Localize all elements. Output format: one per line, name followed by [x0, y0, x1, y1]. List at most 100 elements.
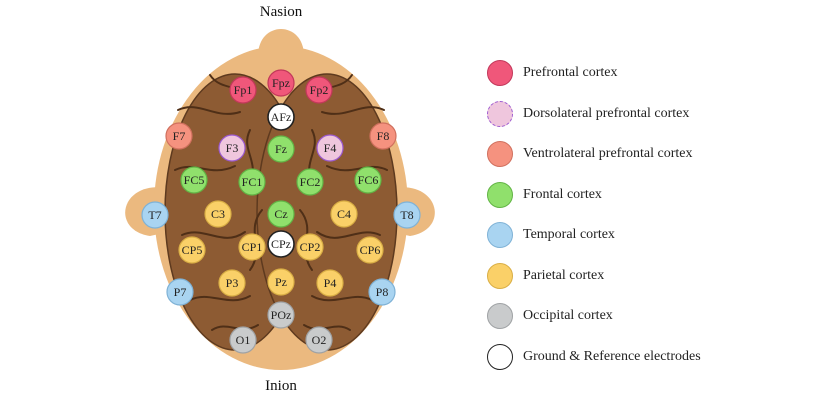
electrode-poz: POz — [267, 301, 295, 329]
electrode-label: CP5 — [182, 243, 203, 257]
legend-swatch — [487, 222, 513, 248]
legend-label: Parietal cortex — [523, 267, 605, 283]
electrode-label: POz — [271, 308, 292, 322]
electrode-marker — [204, 200, 232, 228]
electrode-p4: P4 — [316, 269, 344, 297]
electrode-cp5: CP5 — [178, 236, 206, 264]
legend-label: Ventrolateral prefrontal cortex — [523, 146, 693, 161]
electrode-fc1: FC1 — [238, 168, 266, 196]
electrode-label: Fz — [275, 142, 287, 156]
electrode-fp2: Fp2 — [305, 76, 333, 104]
legend-item-reference: Ground & Reference electrodes — [487, 342, 701, 372]
electrode-cp2: CP2 — [296, 233, 324, 261]
legend-item-prefrontal: Prefrontal cortex — [487, 58, 617, 88]
electrode-fc2: FC2 — [296, 168, 324, 196]
electrode-label: FC2 — [300, 175, 321, 189]
electrode-label: Fpz — [272, 76, 290, 90]
electrode-marker — [238, 168, 266, 196]
electrode-marker — [354, 166, 382, 194]
electrode-label: Fp1 — [234, 83, 253, 97]
electrode-marker — [218, 134, 246, 162]
legend-swatch — [487, 60, 513, 86]
electrode-marker — [368, 278, 396, 306]
electrode-label: FC6 — [358, 173, 379, 187]
electrode-marker — [141, 201, 169, 229]
inion-label: Inion — [265, 378, 297, 394]
electrode-marker — [229, 76, 257, 104]
electrode-marker — [316, 134, 344, 162]
electrode-fc6: FC6 — [354, 166, 382, 194]
electrode-cz: Cz — [267, 200, 295, 228]
electrode-label: T7 — [148, 208, 161, 222]
electrode-label: CP2 — [300, 240, 321, 254]
electrode-marker — [180, 166, 208, 194]
electrode-label: CP6 — [360, 243, 381, 257]
electrode-label: F8 — [377, 129, 390, 143]
electrode-marker — [267, 268, 295, 296]
electrode-marker — [316, 269, 344, 297]
electrode-label: C3 — [211, 207, 225, 221]
electrode-p8: P8 — [368, 278, 396, 306]
electrode-label: T8 — [400, 208, 413, 222]
electrode-afz: AFz — [267, 103, 295, 131]
legend-swatch — [487, 181, 513, 208]
electrode-label: Fp2 — [310, 83, 329, 97]
electrode-p7: P7 — [166, 278, 194, 306]
legend-swatch — [487, 343, 513, 370]
electrode-f8: F8 — [369, 122, 397, 150]
legend-item-ventrolateral: Ventrolateral prefrontal cortex — [487, 139, 692, 169]
legend-item-parietal: Parietal cortex — [487, 261, 604, 291]
electrode-label: P3 — [226, 276, 239, 290]
electrode-fp1: Fp1 — [229, 76, 257, 104]
electrode-fc5: FC5 — [180, 166, 208, 194]
legend-item-temporal: Temporal cortex — [487, 220, 615, 250]
electrode-f3: F3 — [218, 134, 246, 162]
electrode-cp6: CP6 — [356, 236, 384, 264]
electrode-c4: C4 — [330, 200, 358, 228]
electrode-label: F4 — [324, 141, 337, 155]
electrode-label: F3 — [226, 141, 239, 155]
legend-label: Ground & Reference electrodes — [523, 348, 701, 364]
electrode-marker — [166, 278, 194, 306]
electrode-cpz: CPz — [267, 230, 295, 258]
electrode-marker — [238, 233, 266, 261]
electrode-label: FC1 — [242, 175, 263, 189]
legend-swatch — [487, 141, 513, 167]
electrode-marker — [305, 76, 333, 104]
electrode-marker — [267, 301, 295, 329]
electrode-marker — [267, 230, 295, 258]
electrode-fz: Fz — [267, 135, 295, 163]
electrode-marker — [305, 326, 333, 354]
legend-item-occipital: Occipital cortex — [487, 301, 613, 331]
electrode-marker — [267, 135, 295, 163]
electrode-label: FC5 — [184, 173, 205, 187]
electrode-label: Pz — [275, 275, 287, 289]
legend-label: Occipital cortex — [523, 308, 613, 323]
legend-label: Frontal cortex — [523, 186, 602, 202]
electrode-pz: Pz — [267, 268, 295, 296]
electrode-label: AFz — [271, 110, 292, 124]
electrode-label: C4 — [337, 207, 351, 221]
electrode-marker — [296, 233, 324, 261]
electrode-p3: P3 — [218, 269, 246, 297]
electrode-label: Cz — [274, 207, 287, 221]
electrode-marker — [296, 168, 324, 196]
legend-label: Temporal cortex — [523, 227, 615, 242]
electrode-label: P8 — [376, 285, 389, 299]
electrode-marker — [267, 103, 295, 131]
electrode-t7: T7 — [141, 201, 169, 229]
legend-label: Dorsolateral prefrontal cortex — [523, 105, 690, 121]
electrode-fpz: Fpz — [267, 69, 295, 97]
electrode-marker — [369, 122, 397, 150]
nasion-label: Nasion — [260, 4, 303, 20]
electrode-o2: O2 — [305, 326, 333, 354]
legend-swatch — [487, 262, 513, 289]
electrode-o1: O1 — [229, 326, 257, 354]
electrode-marker — [356, 236, 384, 264]
electrode-marker — [165, 122, 193, 150]
electrode-c3: C3 — [204, 200, 232, 228]
electrode-marker — [267, 200, 295, 228]
legend-swatch — [487, 100, 513, 127]
legend-label: Prefrontal cortex — [523, 65, 618, 80]
